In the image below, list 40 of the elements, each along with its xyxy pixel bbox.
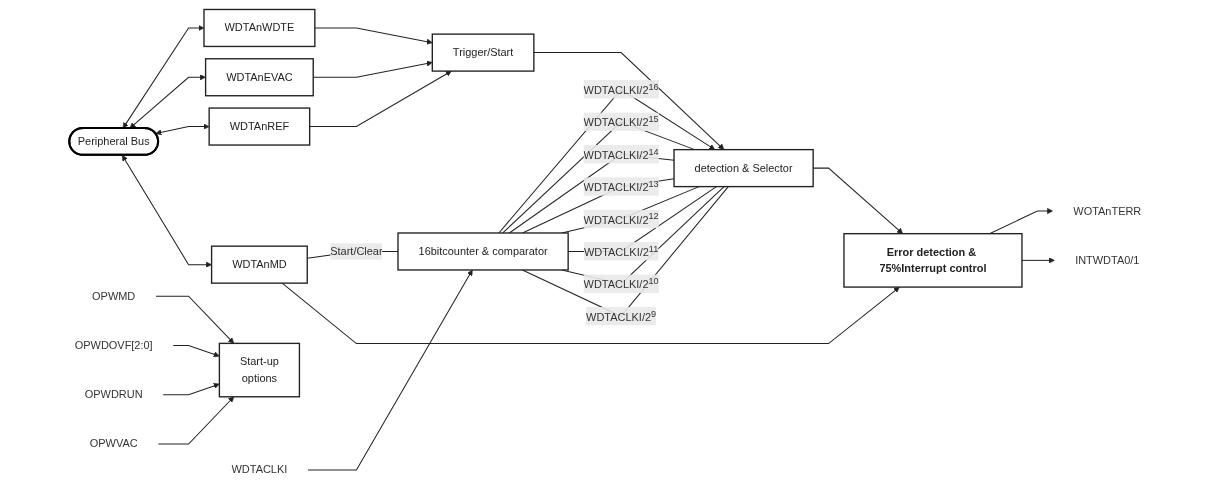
node-box: detection & Selector <box>673 148 814 187</box>
arrow <box>122 24 205 128</box>
edge-label: WDTACLKI/2$^{13}$ <box>583 178 659 193</box>
node-text: INTWDTA0/1 <box>1075 253 1140 266</box>
arrow <box>155 295 235 344</box>
edge-label: WDTACLKI/2$^{16}$ <box>583 80 659 96</box>
arrow <box>155 123 210 135</box>
node-text: OPWDOVF[2:0] <box>74 338 153 351</box>
edge-label: WDTACLKI/2$^{10}$ <box>583 275 659 290</box>
edge-label: WDTACLKI/2$^{11}$ <box>583 242 659 258</box>
edge-label: WDTACLKI/2$^{15}$ <box>583 113 659 128</box>
node-text: OPWVAC <box>89 437 138 449</box>
arrow <box>1021 256 1055 263</box>
arrow <box>314 26 433 45</box>
arrow <box>162 382 220 395</box>
arrow <box>129 73 206 128</box>
node-box: WDTAnMD <box>210 245 308 284</box>
arrow <box>122 154 212 268</box>
arrow <box>307 269 473 471</box>
arrow <box>533 51 725 150</box>
arrow <box>989 207 1054 234</box>
node-box: Error detection & 75%Interrupt control <box>843 232 1023 288</box>
edge-label: WDTACLKI/2$^{9}$ <box>586 307 657 323</box>
node-box: WDTAnEVAC <box>204 57 314 96</box>
arrow <box>172 344 220 357</box>
node-box: Trigger/Start <box>431 32 535 72</box>
node-box: Start-up options <box>218 342 301 397</box>
node-text: WOTAnTERR <box>1073 204 1142 217</box>
edge-label: WDTACLKI/2$^{12}$ <box>583 210 659 226</box>
edge-label: Start/Clear <box>330 244 383 257</box>
arrow <box>281 282 900 344</box>
node-box: 16bitcounter & comparator <box>397 231 569 271</box>
arrow <box>157 396 235 445</box>
node-box: WDTAnWDTE <box>203 8 316 47</box>
arrow <box>309 70 452 127</box>
edge-label: WDTACLKI/2$^{14}$ <box>583 145 659 161</box>
node-text: OPWMD <box>92 289 136 302</box>
node-text: WDTACLKI <box>231 463 288 476</box>
node-text: OPWDRUN <box>84 388 143 400</box>
node-box: WDTAnREF <box>208 106 311 146</box>
